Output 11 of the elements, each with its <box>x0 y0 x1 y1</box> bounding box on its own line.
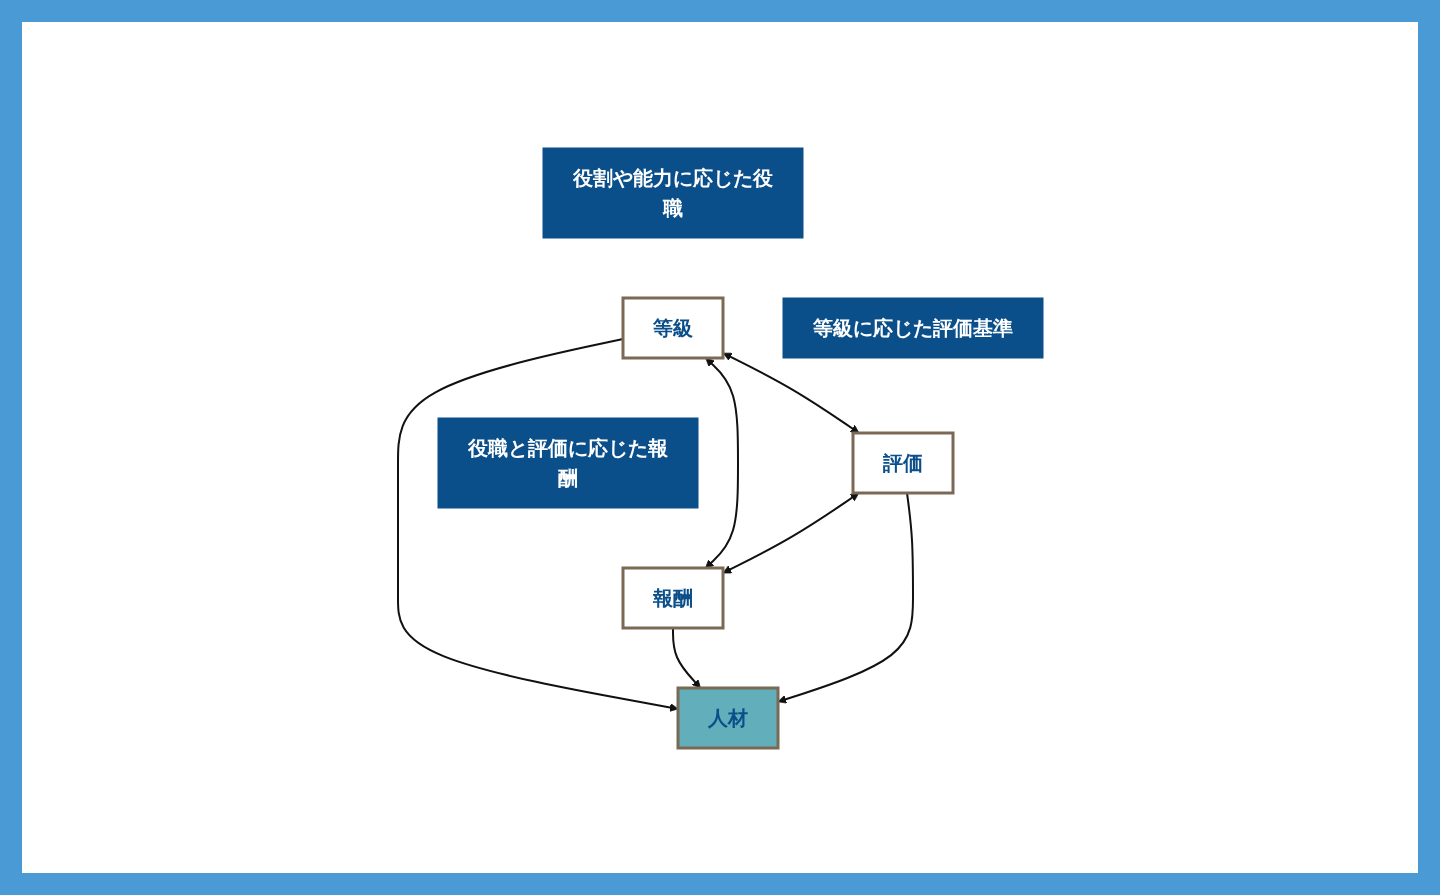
node-box: 等級に応じた評価基準 <box>782 297 1043 358</box>
arrow <box>396 337 678 712</box>
arrow <box>722 492 859 573</box>
node-box: 人材 <box>676 686 779 749</box>
node-box: 報酬 <box>621 566 724 629</box>
arrow <box>722 352 859 433</box>
node-box: 役職と評価に応じた報酬 <box>437 417 698 508</box>
node-box: 役割や能力に応じた役職 <box>542 147 803 238</box>
node-box: 等級 <box>621 296 724 359</box>
node-box: 評価 <box>851 431 954 494</box>
arrow <box>704 357 739 568</box>
